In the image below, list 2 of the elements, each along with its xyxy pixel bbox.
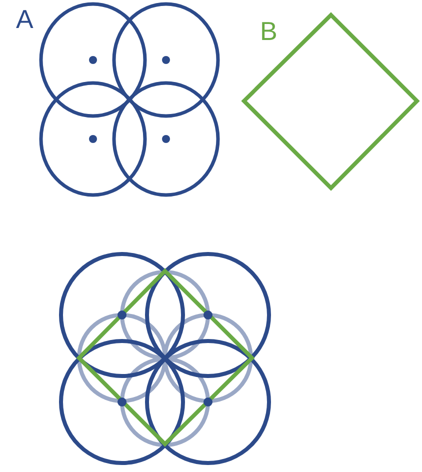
- panel-label: A: [16, 6, 34, 32]
- panel-label: B: [260, 18, 278, 44]
